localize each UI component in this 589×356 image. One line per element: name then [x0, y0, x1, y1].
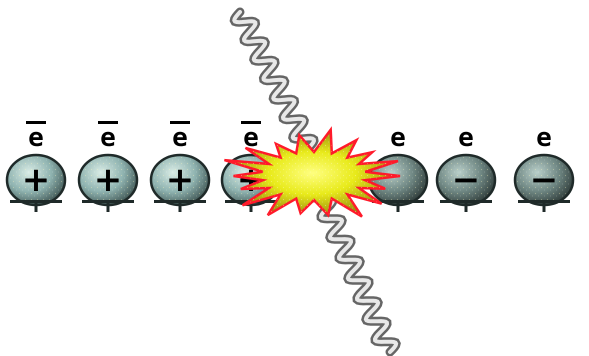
particle-base — [518, 200, 570, 203]
particle-electron: e — [367, 123, 429, 212]
antiparticle-bar — [241, 121, 261, 124]
particle-label: e — [100, 123, 116, 153]
particle-base — [372, 200, 424, 203]
particle-positron: e+ — [149, 121, 211, 212]
antiparticle-bar — [98, 121, 118, 124]
particle-positron: e+ — [5, 121, 67, 212]
particle-label: e — [28, 123, 44, 153]
annihilation-burst-icon — [224, 126, 401, 218]
particle-electron: e− — [513, 123, 575, 212]
particle-label: e — [390, 123, 406, 153]
charge-sign: + — [94, 160, 123, 200]
particle-base — [10, 200, 62, 203]
charge-sign: − — [530, 160, 559, 200]
particle-label: e — [458, 123, 474, 153]
particle-base — [82, 200, 134, 203]
particle-base — [440, 200, 492, 203]
antiparticle-bar — [26, 121, 46, 124]
particle-positron: e+ — [77, 121, 139, 212]
particle-label: e — [243, 123, 259, 153]
particle-base — [154, 200, 206, 203]
gamma-photon-wave-icon — [229, 7, 329, 173]
charge-sign: − — [452, 160, 481, 200]
particle-label: e — [536, 123, 552, 153]
antiparticle-bar — [170, 121, 190, 124]
gamma-photon-wave-icon — [307, 183, 401, 356]
charge-sign: + — [22, 160, 51, 200]
particle-label: e — [172, 123, 188, 153]
charge-sign: + — [166, 160, 195, 200]
particle-electron: e− — [435, 123, 497, 212]
